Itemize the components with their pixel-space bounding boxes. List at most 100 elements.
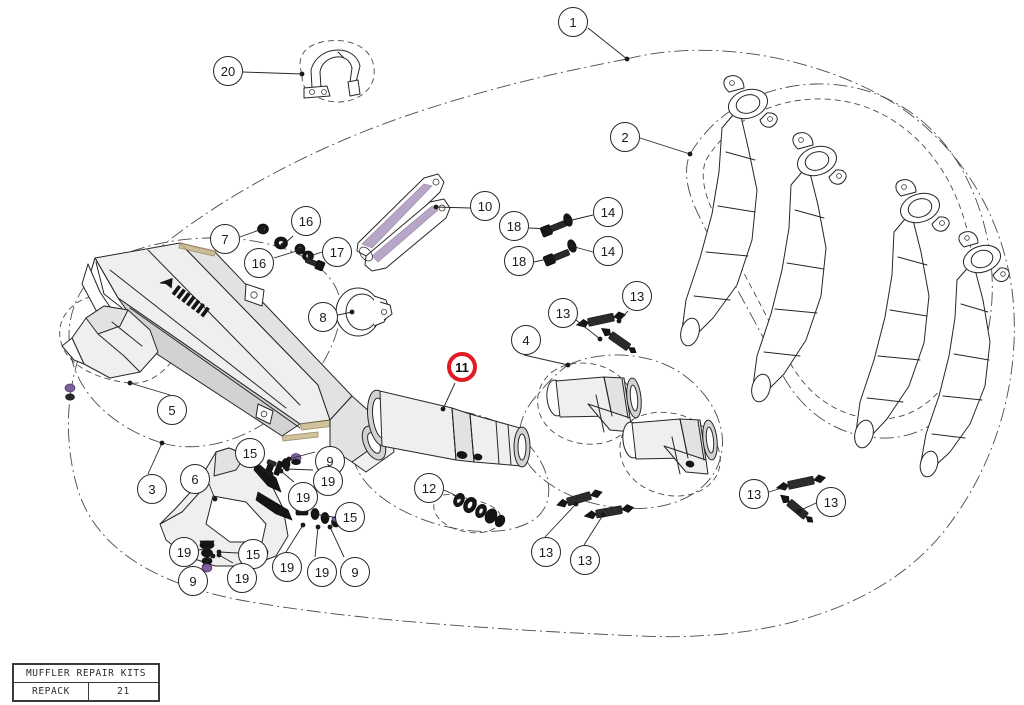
leader-line-9 [329, 526, 345, 558]
callout-balloon-19[interactable]: 19 [307, 557, 337, 587]
callout-label: 1 [569, 14, 577, 30]
leader-line-16 [273, 249, 301, 259]
callout-label: 13 [538, 544, 554, 560]
fastener-cluster-upper [263, 453, 302, 479]
callout-balloon-5[interactable]: 5 [157, 395, 187, 425]
callout-balloon-13[interactable]: 13 [739, 479, 769, 509]
leader-terminator-15 [312, 511, 318, 517]
header-pipe-2 [751, 132, 847, 403]
callout-label: 13 [577, 552, 593, 568]
leader-terminator-7 [259, 226, 265, 232]
callout-label: 19 [295, 489, 311, 505]
leader-line-12 [443, 489, 460, 498]
leader-terminator-13 [616, 318, 622, 324]
leader-terminator-10 [433, 204, 439, 210]
callout-balloon-13[interactable]: 13 [622, 281, 652, 311]
callout-balloon-7[interactable]: 7 [210, 224, 240, 254]
callout-balloon-2[interactable]: 2 [610, 122, 640, 152]
leader-terminator-15 [268, 471, 274, 477]
leader-terminator-13 [796, 508, 802, 514]
callout-label: 11 [455, 359, 469, 375]
leader-line-1 [587, 27, 628, 60]
callout-balloon-selected-11[interactable]: 11 [447, 352, 477, 382]
leader-line-2 [639, 137, 691, 155]
callout-balloon-9[interactable]: 9 [340, 557, 370, 587]
leader-line-4 [523, 354, 569, 366]
callout-label: 18 [506, 218, 522, 234]
catalyser-midpipe [366, 389, 531, 468]
callout-balloon-14[interactable]: 14 [593, 236, 623, 266]
bolt-17 [305, 257, 326, 272]
callout-balloon-16[interactable]: 16 [291, 206, 321, 236]
leader-line-9 [201, 555, 214, 567]
small-hardware-cluster [257, 223, 326, 272]
leader-terminator-18 [546, 226, 552, 232]
callout-balloon-17[interactable]: 17 [322, 237, 352, 267]
callout-label: 13 [746, 486, 762, 502]
leader-terminator-4 [565, 362, 571, 368]
leader-terminator-13 [573, 501, 579, 507]
header-pipe-4 [919, 231, 1010, 478]
exhaust-springs [556, 311, 827, 523]
leader-terminator-12 [456, 494, 462, 500]
callout-balloon-18[interactable]: 18 [499, 211, 529, 241]
callout-balloon-14[interactable]: 14 [593, 197, 623, 227]
leader-line-13 [544, 503, 577, 538]
leader-terminator-20 [299, 71, 305, 77]
leader-terminator-2 [687, 151, 693, 157]
callout-balloon-16[interactable]: 16 [244, 248, 274, 278]
callout-balloon-19[interactable]: 19 [169, 537, 199, 567]
callout-balloon-9[interactable]: 9 [178, 566, 208, 596]
callout-label: 19 [176, 544, 192, 560]
leader-terminator-9 [210, 553, 216, 559]
callout-balloon-18[interactable]: 18 [504, 246, 534, 276]
callout-balloon-13[interactable]: 13 [816, 487, 846, 517]
callout-label: 17 [329, 244, 345, 260]
title-block-header: MUFFLER REPAIR KITS [13, 664, 159, 683]
leader-terminator-13 [600, 512, 606, 518]
callout-balloon-13[interactable]: 13 [570, 545, 600, 575]
leader-line-5 [129, 382, 171, 396]
callout-balloon-19[interactable]: 19 [227, 563, 257, 593]
callout-label: 14 [600, 243, 616, 259]
leader-terminator-19 [315, 524, 321, 530]
callout-balloon-13[interactable]: 13 [548, 298, 578, 328]
callout-balloon-10[interactable]: 10 [470, 191, 500, 221]
callout-label: 13 [823, 494, 839, 510]
callout-label: 5 [168, 402, 176, 418]
callout-balloon-4[interactable]: 4 [511, 325, 541, 355]
title-block-row-label: REPACK [13, 682, 89, 701]
leader-line-13 [768, 486, 786, 493]
title-block-table: MUFFLER REPAIR KITS REPACK 21 [13, 664, 159, 701]
callout-balloon-3[interactable]: 3 [137, 474, 167, 504]
callout-balloon-20[interactable]: 20 [213, 56, 243, 86]
callout-label: 6 [191, 471, 199, 487]
leader-line-13 [798, 502, 817, 512]
callout-balloon-19[interactable]: 19 [313, 466, 343, 496]
leader-terminator-19 [205, 545, 211, 551]
callout-balloon-19[interactable]: 19 [288, 482, 318, 512]
hanger-bracket [303, 49, 361, 99]
title-block-row-value: 21 [88, 682, 159, 701]
callout-balloon-15[interactable]: 15 [235, 438, 265, 468]
callout-label: 7 [221, 231, 229, 247]
muffler-brand-logo [159, 277, 210, 318]
callout-balloon-12[interactable]: 12 [414, 473, 444, 503]
callout-balloon-6[interactable]: 6 [180, 464, 210, 494]
callout-balloon-1[interactable]: 1 [558, 7, 588, 37]
heat-shield-small [61, 305, 159, 401]
leader-line-15 [218, 551, 239, 554]
callout-balloon-15[interactable]: 15 [335, 502, 365, 532]
header-pipe-1 [680, 75, 778, 347]
leader-terminator-17 [307, 253, 313, 259]
callout-label: 9 [326, 453, 334, 469]
callout-balloon-8[interactable]: 8 [308, 302, 338, 332]
callout-balloon-19[interactable]: 19 [272, 552, 302, 582]
leader-terminator-13 [782, 484, 788, 490]
callout-label: 15 [245, 546, 261, 562]
callout-label: 19 [279, 559, 295, 575]
assembly-boundary-outer [67, 49, 1015, 638]
callout-balloon-13[interactable]: 13 [531, 537, 561, 567]
